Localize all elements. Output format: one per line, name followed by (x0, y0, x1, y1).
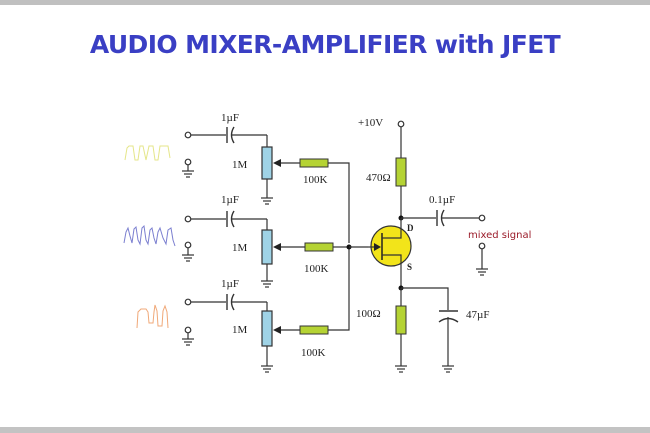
ground-icon (181, 254, 195, 262)
mix-resistor-1 (299, 158, 329, 168)
gate-arrow (374, 243, 381, 251)
input-ground-terminal-3[interactable] (184, 326, 192, 334)
potentiometer-1[interactable] (261, 146, 273, 180)
mix-resistor-label-1: 100K (303, 174, 328, 186)
pot-label-1: 1M (232, 159, 248, 171)
input-ground-terminal-2[interactable] (184, 241, 192, 249)
input-terminal-1[interactable] (184, 131, 192, 139)
input-waveform-1 (124, 145, 171, 161)
bottom-border (0, 427, 650, 433)
output-cap-label: 0.1µF (429, 194, 455, 206)
source-resistor-label: 100Ω (356, 308, 381, 320)
input-terminal-2[interactable] (184, 215, 192, 223)
mix-resistor-label-3: 100K (301, 347, 326, 359)
top-border (0, 0, 650, 5)
ground-icon (394, 365, 408, 373)
input-channel-2: 1µF 1M 100K (123, 194, 349, 288)
pot-label-3: 1M (232, 324, 248, 336)
wiper-arrow-3 (273, 326, 281, 334)
mix-resistor-2 (304, 242, 334, 252)
cap-label-1: 1µF (221, 112, 239, 124)
bypass-cap-label: 47µF (466, 309, 489, 321)
drain-resistor-label: 470Ω (366, 172, 391, 184)
input-ground-terminal-1[interactable] (184, 158, 192, 166)
mix-resistor-label-2: 100K (304, 263, 329, 275)
source-resistor (395, 305, 407, 335)
potentiometer-3[interactable] (261, 310, 273, 347)
ground-icon (181, 338, 195, 346)
amplifier-stage: +10V 470Ω D S 0.1µF mixed signal 100Ω (356, 117, 531, 373)
cap-label-2: 1µF (221, 194, 239, 206)
input-waveform-3 (136, 304, 169, 329)
ground-icon (260, 365, 274, 373)
output-ground-terminal[interactable] (478, 242, 486, 250)
supply-terminal[interactable] (397, 120, 405, 128)
input-terminal-3[interactable] (184, 298, 192, 306)
ground-icon (475, 268, 489, 276)
output-label: mixed signal (468, 230, 531, 241)
wiper-arrow-2 (273, 243, 281, 251)
wiper-arrow-1 (273, 159, 281, 167)
drain-pin-label: D (407, 223, 414, 233)
pot-label-2: 1M (232, 242, 248, 254)
mix-resistor-3 (299, 325, 329, 335)
ground-icon (441, 365, 455, 373)
ground-icon (181, 170, 195, 178)
diagram-title: AUDIO MIXER-AMPLIFIER with JFET (89, 30, 561, 59)
cap-label-3: 1µF (221, 278, 239, 290)
potentiometer-2[interactable] (261, 229, 273, 265)
drain-resistor (395, 157, 407, 187)
input-channel-3: 1µF 1M 100K (136, 247, 350, 373)
ground-icon (260, 280, 274, 288)
input-channel-1: 1µF 1M 100K (124, 112, 350, 243)
ground-icon (260, 197, 274, 205)
supply-label: +10V (358, 117, 383, 129)
source-pin-label: S (407, 262, 412, 272)
input-waveform-2 (123, 224, 176, 247)
output-terminal[interactable] (478, 214, 486, 222)
